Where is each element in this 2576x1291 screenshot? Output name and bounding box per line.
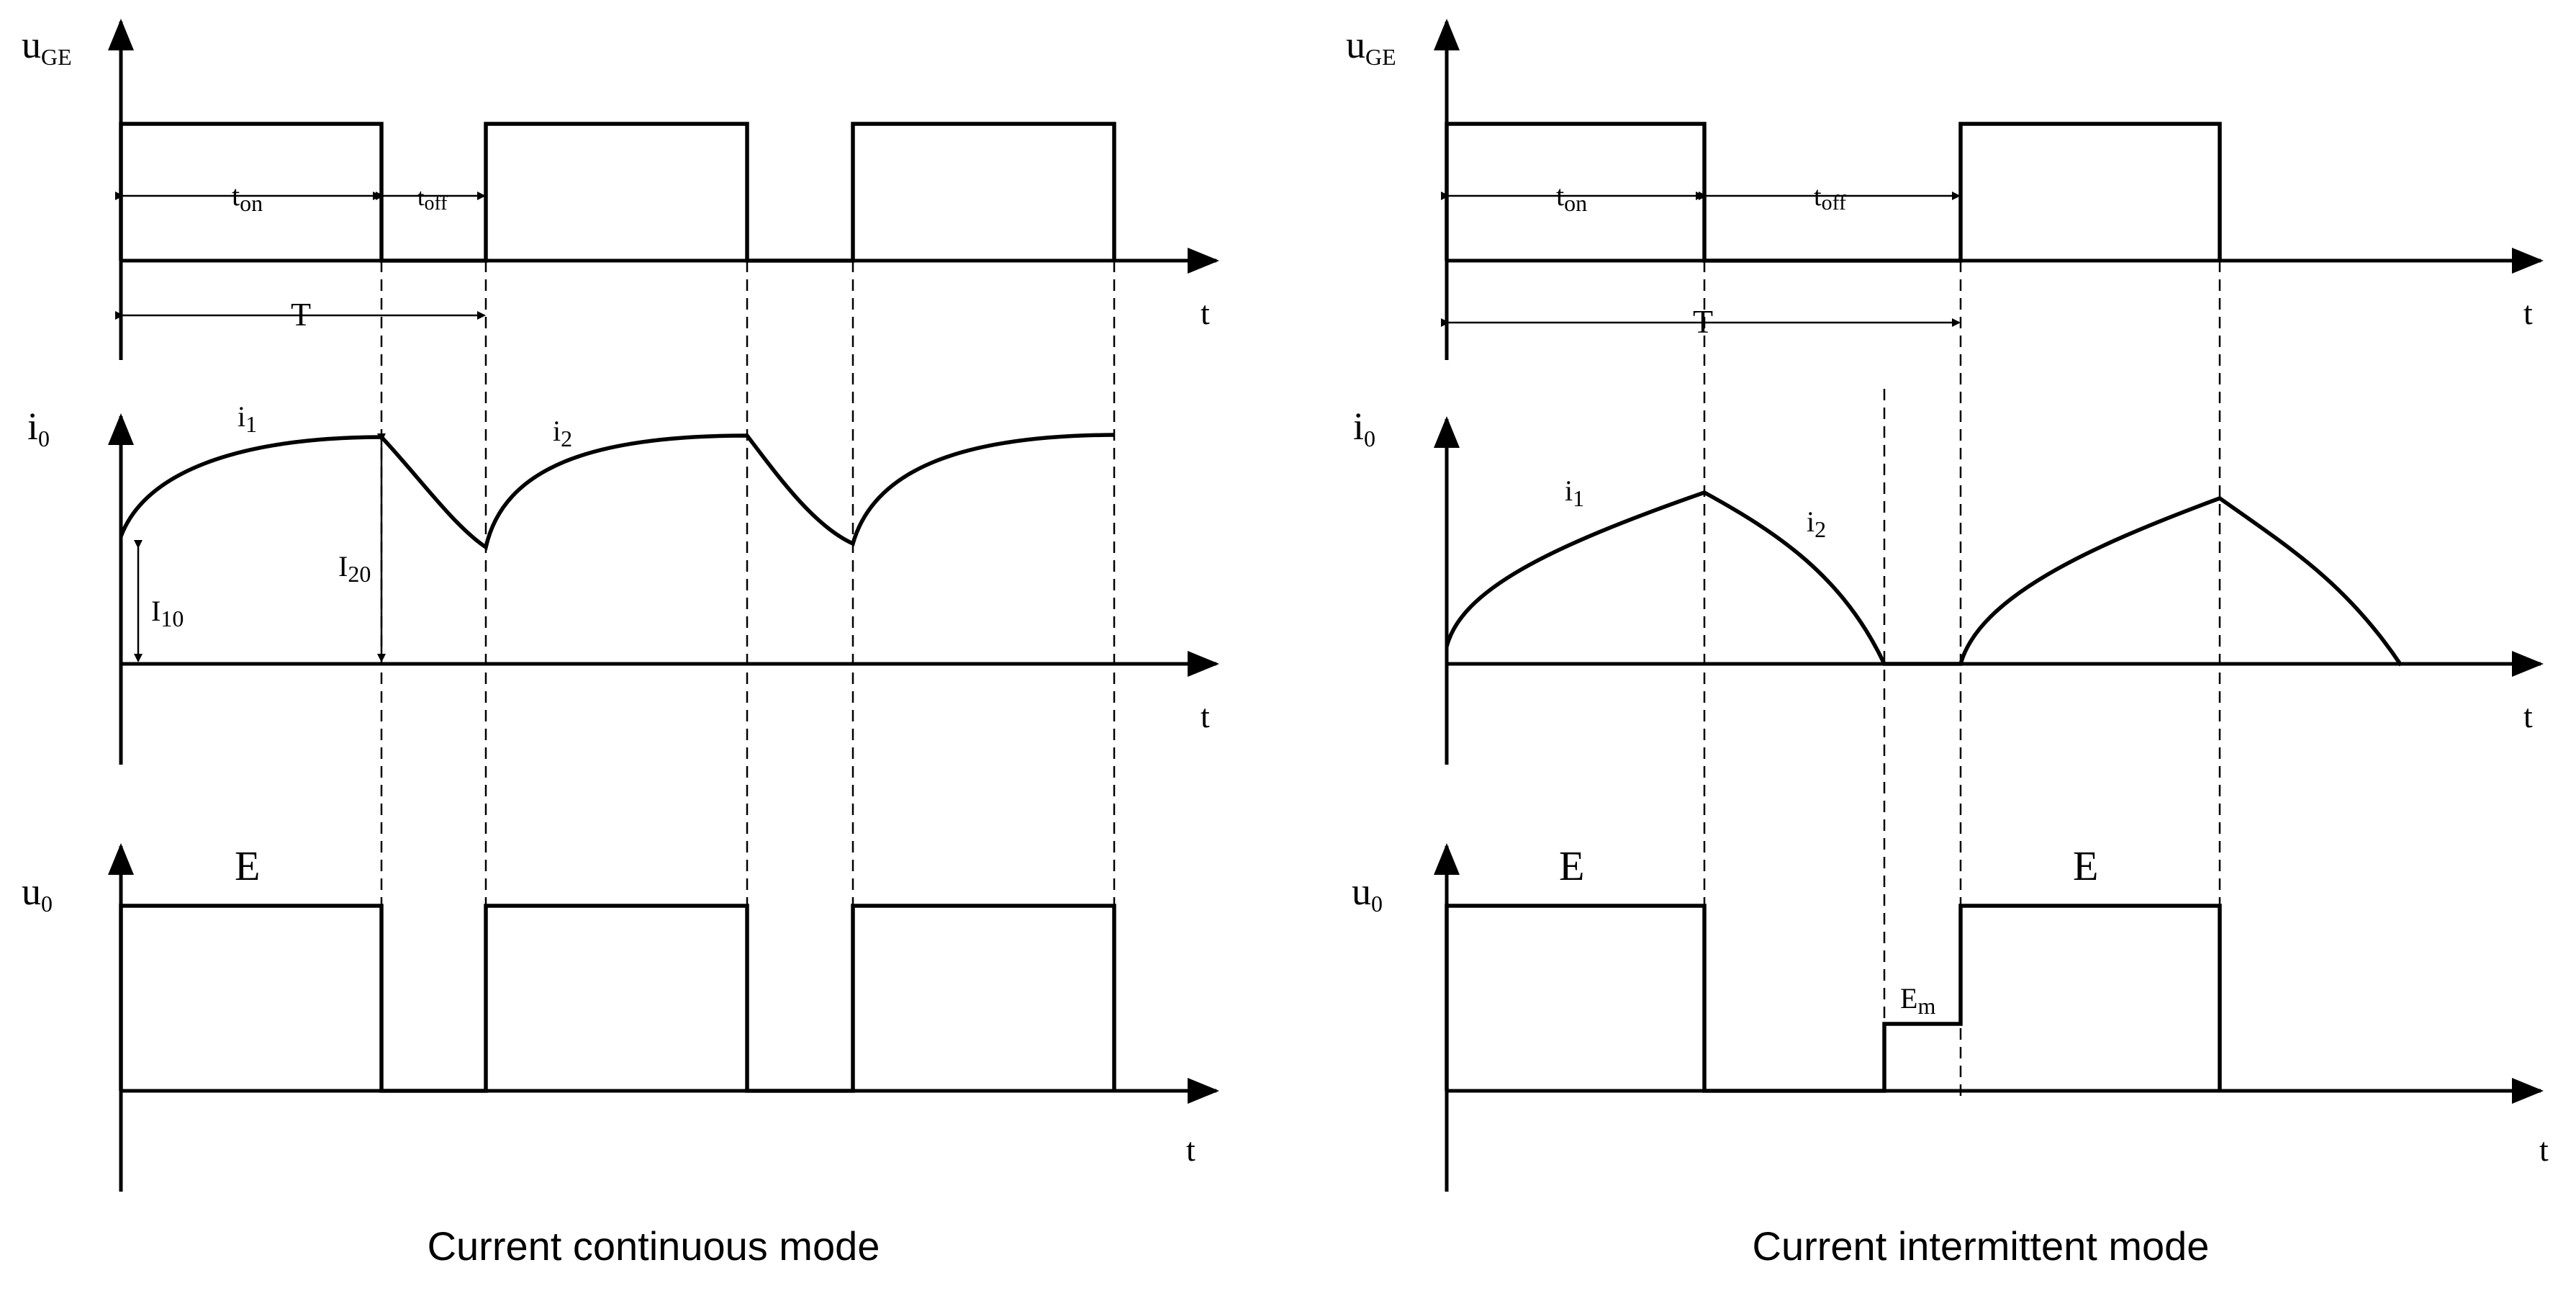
left-i0-plot: i0 t i1 i2 I10 I20 bbox=[27, 400, 1219, 765]
left-I20-label: I20 bbox=[338, 550, 371, 587]
left-E-label: E bbox=[235, 842, 260, 889]
left-uge-axis-label: uGE bbox=[22, 23, 72, 70]
left-period-label: T bbox=[291, 296, 311, 333]
left-toff-label: toff bbox=[417, 184, 448, 215]
left-u0-plot: u0 t E bbox=[22, 842, 1219, 1192]
left-ton-label: ton bbox=[232, 179, 263, 216]
left-uge-t-label: t bbox=[1201, 294, 1210, 331]
left-caption: Current continuous mode bbox=[428, 1223, 880, 1269]
right-dashed-guides bbox=[1703, 261, 2221, 1102]
left-I10-label: I10 bbox=[151, 595, 184, 631]
right-period-label: T bbox=[1693, 303, 1713, 340]
right-uge-plot: uGE t ton toff T bbox=[1346, 19, 2544, 360]
left-uge-plot: uGE t ton toff T bbox=[22, 19, 1219, 360]
right-E-label-2: E bbox=[2073, 842, 2098, 889]
right-i0-t-label: t bbox=[2523, 698, 2533, 734]
left-i2-label: i2 bbox=[553, 415, 572, 451]
left-i0-t-label: t bbox=[1201, 698, 1210, 734]
right-panel: uGE t ton toff T i0 t i1 i2 u0 t E bbox=[1346, 19, 2549, 1269]
right-uge-axis-label: uGE bbox=[1346, 23, 1396, 70]
left-u0-t-label: t bbox=[1186, 1131, 1196, 1168]
left-i0-current-wave bbox=[119, 433, 1115, 551]
right-i0-axis-label: i0 bbox=[1353, 405, 1375, 451]
left-i1-label: i1 bbox=[238, 400, 257, 437]
right-i0-current-wave bbox=[1445, 490, 2403, 667]
right-u0-plot: u0 t E E Em bbox=[1352, 842, 2549, 1192]
right-E-label-1: E bbox=[1559, 842, 1584, 889]
right-u0-t-label: t bbox=[2539, 1131, 2549, 1168]
right-Em-label: Em bbox=[1900, 982, 1935, 1019]
left-dashed-guides bbox=[380, 261, 1116, 906]
right-ton-label: ton bbox=[1556, 179, 1587, 216]
left-i0-axis-label: i0 bbox=[27, 405, 50, 451]
right-caption: Current intermittent mode bbox=[1753, 1223, 2210, 1269]
right-i1-label: i1 bbox=[1565, 474, 1584, 511]
left-u0-axis-label: u0 bbox=[22, 870, 53, 917]
left-u0-pulse-wave bbox=[119, 904, 1116, 1093]
right-i2-label: i2 bbox=[1807, 505, 1826, 542]
right-i0-plot: i0 t i1 i2 bbox=[1353, 405, 2544, 765]
right-u0-axis-label: u0 bbox=[1352, 870, 1383, 917]
left-uge-pulse-wave bbox=[119, 122, 1116, 263]
right-uge-t-label: t bbox=[2523, 294, 2533, 331]
right-toff-label: toff bbox=[1814, 181, 1846, 215]
right-u0-pulse-wave bbox=[1445, 904, 2222, 1093]
left-panel: uGE t ton toff T i0 t i1 i2 I10 I20 bbox=[22, 19, 1219, 1269]
right-uge-pulse-wave bbox=[1445, 122, 2222, 263]
